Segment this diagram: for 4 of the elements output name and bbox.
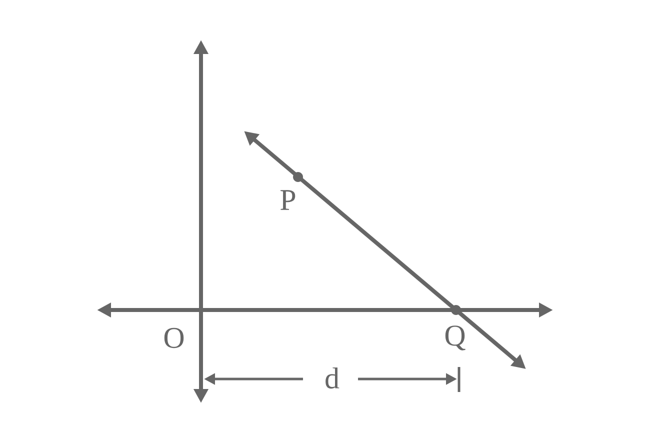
origin-label: O xyxy=(164,328,184,348)
dimension-label: d xyxy=(326,367,340,389)
point-label: Q xyxy=(445,326,466,350)
point-label: P xyxy=(280,190,296,210)
